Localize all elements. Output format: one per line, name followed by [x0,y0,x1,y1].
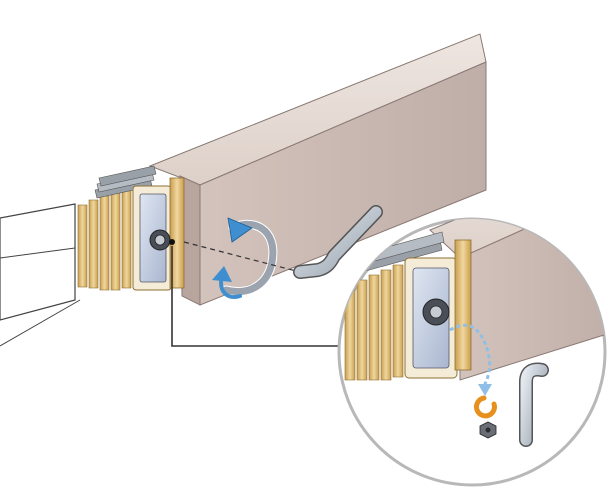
lock-washer-icon [473,395,497,419]
rotation-arrow-icon [221,217,278,296]
nut-icon [479,421,497,439]
callout-line [171,246,345,347]
allen-key-icon [293,205,383,279]
dashed-arrow-icon [183,241,301,273]
curved-arrow-icon [212,266,242,299]
joint-pack [77,165,185,291]
insulator-fins [94,165,157,199]
bolt-socket [169,239,175,245]
left-busway-section [0,203,81,347]
conductor-plates [77,187,132,291]
zoom-detail [337,217,607,487]
